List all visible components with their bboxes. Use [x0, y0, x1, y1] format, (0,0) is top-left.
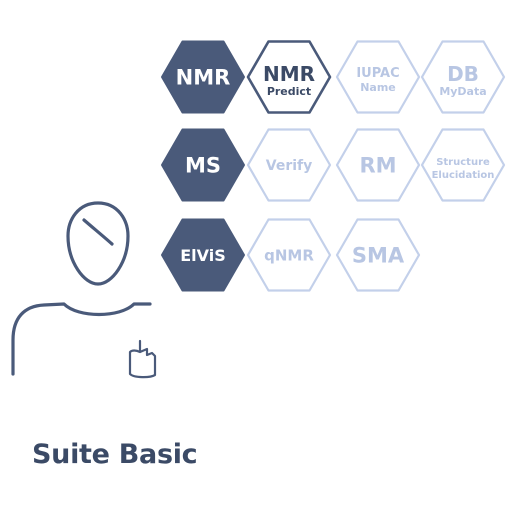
module-label: RM: [359, 154, 396, 178]
module-label: ElViS: [180, 246, 226, 265]
hexagon-shape: [420, 128, 506, 202]
module-hex-elvis: ElViS: [161, 218, 245, 292]
module-sublabel: Name: [360, 81, 396, 94]
hexagon-shape: [420, 40, 506, 114]
module-sublabel: MyData: [439, 85, 486, 98]
module-label: NMR: [176, 66, 231, 90]
hexagon-shape: [246, 218, 332, 292]
module-hex-verify: Verify: [246, 128, 332, 202]
module-label: IUPAC: [356, 66, 399, 81]
module-hex-qnmr: qNMR: [246, 218, 332, 292]
module-sublabel: Predict: [267, 85, 311, 98]
module-label: SMA: [352, 244, 405, 268]
hexagon-shape: [335, 218, 421, 292]
hexagon-shape: [335, 40, 421, 114]
hexagon-shape: [246, 40, 332, 114]
module-sublabel: Elucidation: [432, 170, 495, 181]
suite-title: Suite Basic: [32, 439, 198, 470]
module-label: MS: [185, 154, 221, 178]
module-hex-ms: MS: [161, 128, 245, 202]
hexagon-shape: [161, 40, 245, 114]
module-label: NMR: [263, 62, 315, 86]
module-label: Verify: [266, 158, 312, 174]
module-hex-rm: RM: [335, 128, 421, 202]
user-head-icon: [66, 201, 130, 286]
user-icon: [11, 201, 152, 376]
hexagon-shape: [161, 218, 245, 292]
module-hex-sma: SMA: [335, 218, 421, 292]
hexagon-shape: [161, 128, 245, 202]
module-label: DB: [447, 62, 479, 86]
hexagon-shape: [246, 128, 332, 202]
click-hand-icon: [128, 339, 157, 379]
module-hex-nmr: NMR: [161, 40, 245, 114]
module-label: qNMR: [264, 246, 314, 264]
user-shoulders-icon: [11, 302, 152, 376]
user-hair-icon: [82, 218, 114, 246]
module-label: Structure: [436, 157, 490, 168]
hexagon-shape: [335, 128, 421, 202]
